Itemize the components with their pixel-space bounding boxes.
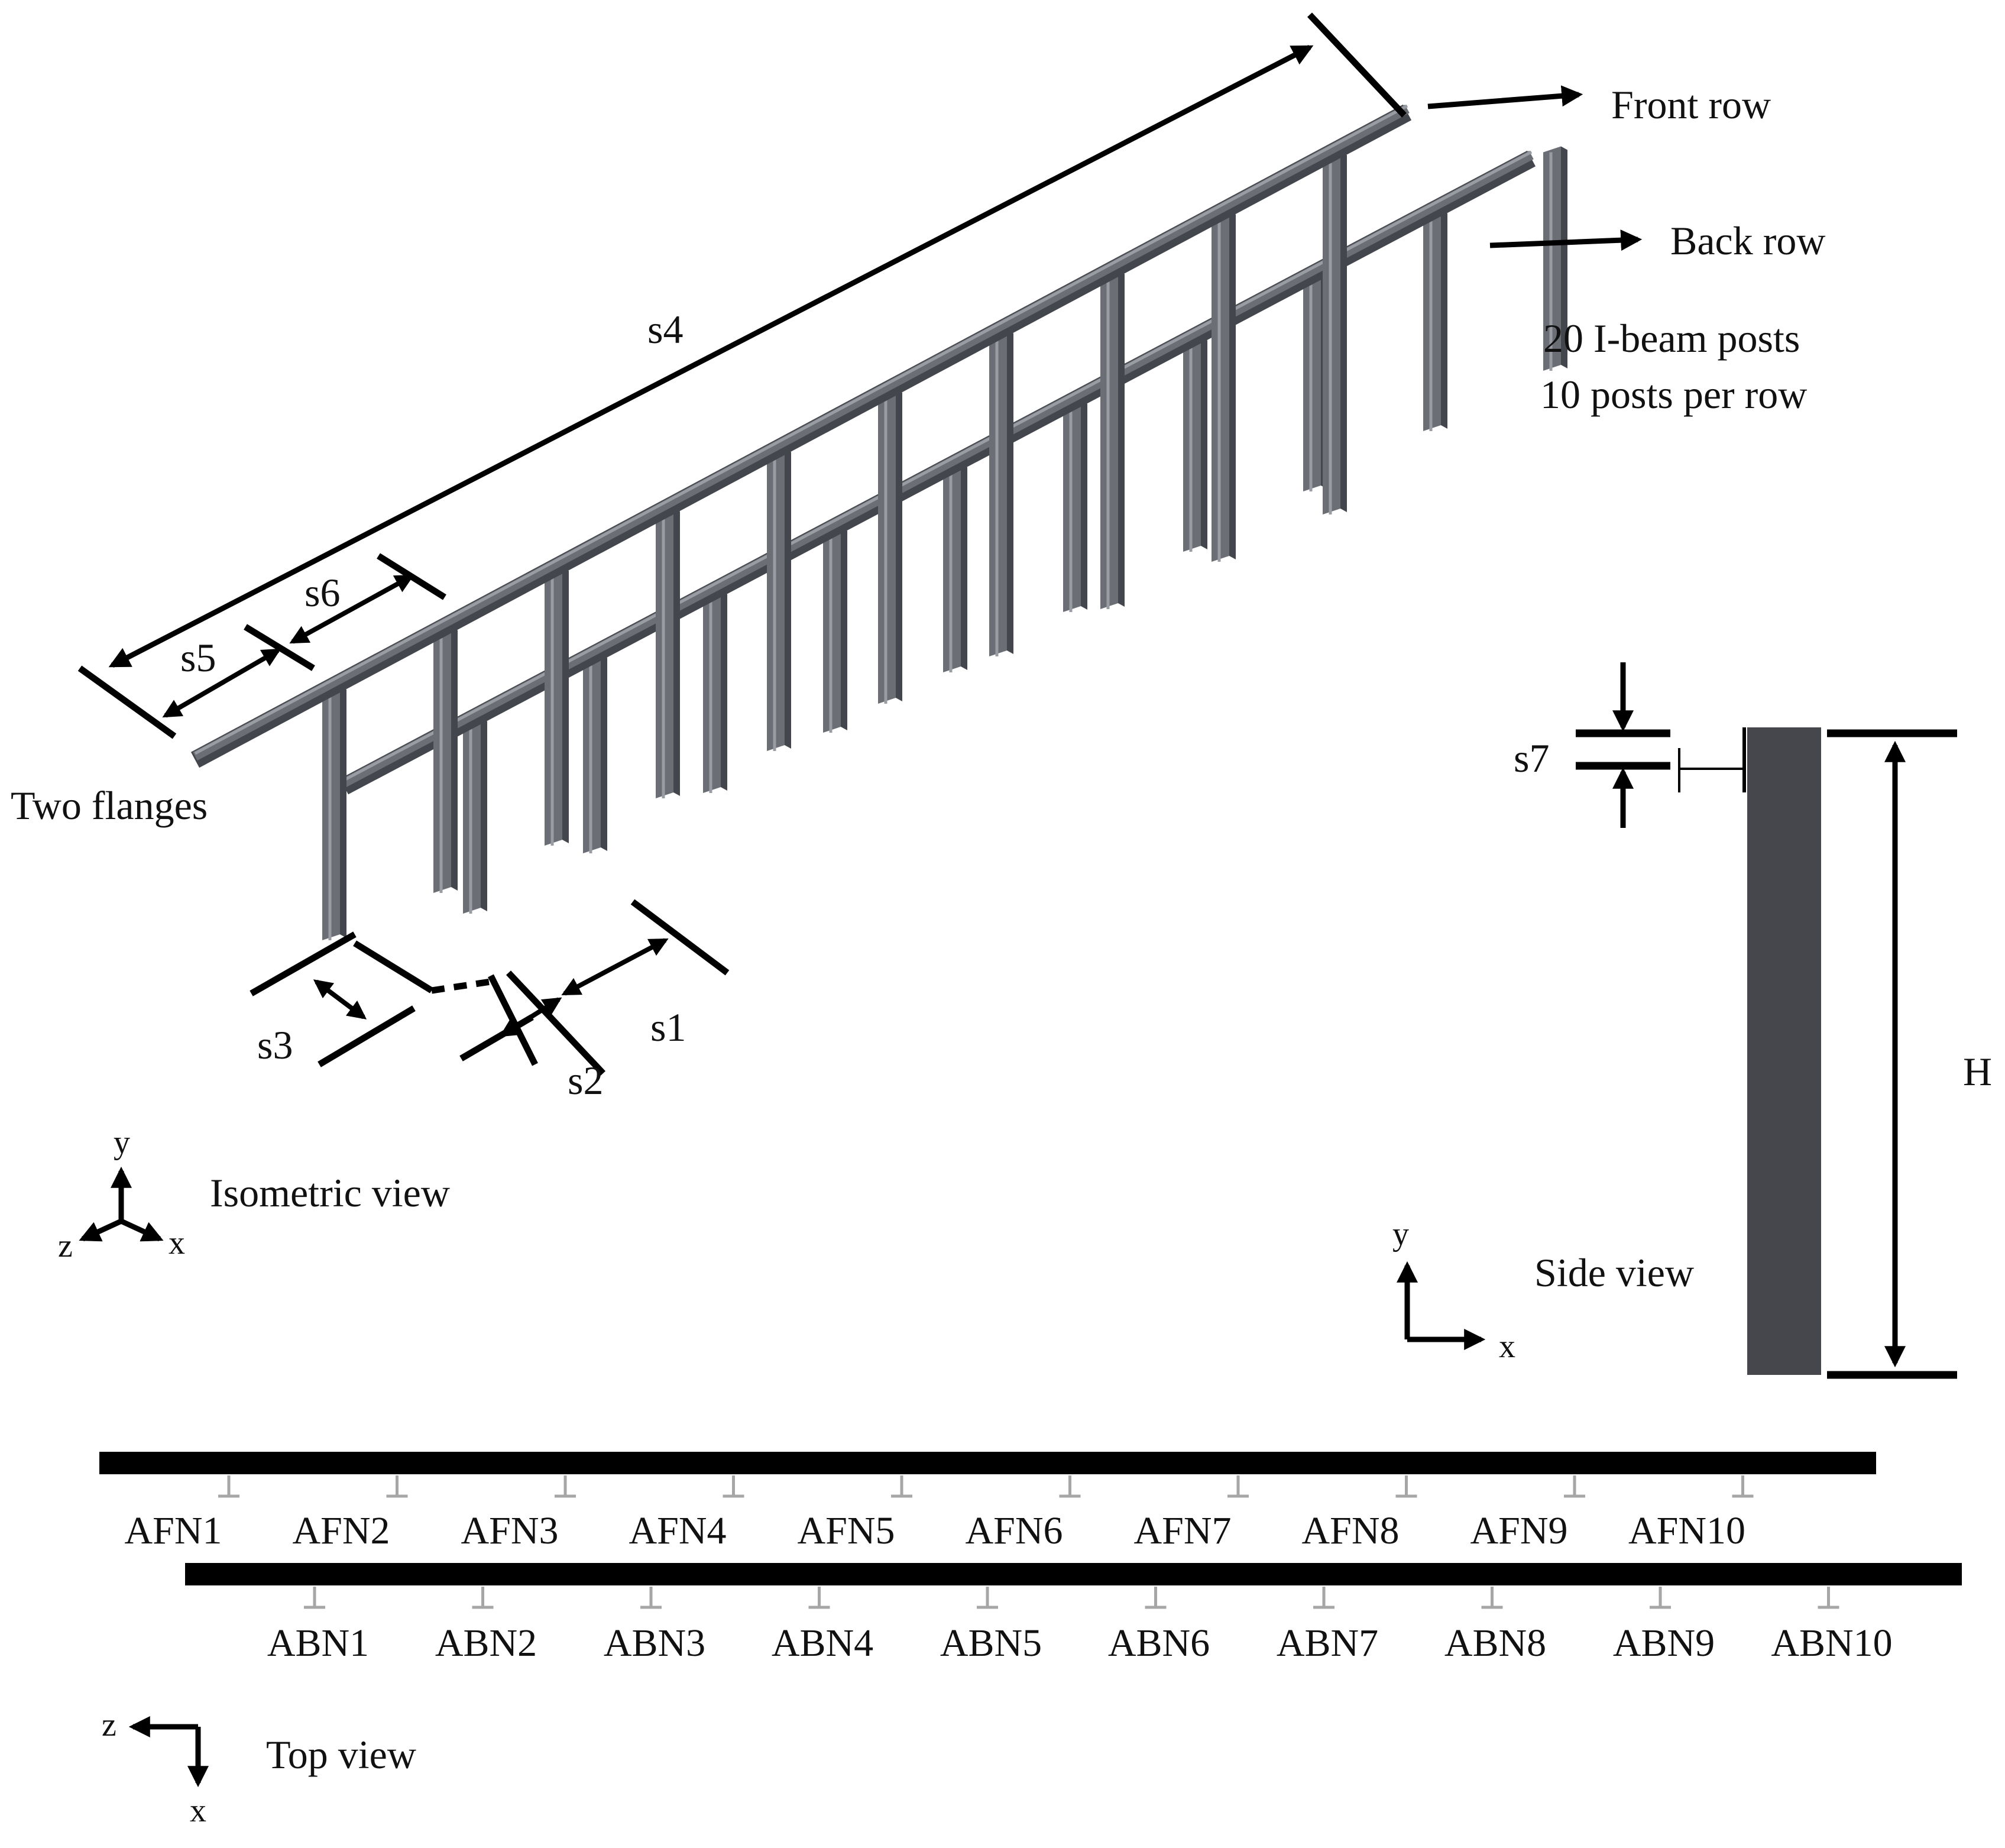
back-post-label: ABN9: [1613, 1622, 1715, 1665]
front-post-label: AFN6: [965, 1509, 1063, 1552]
dimension-s5-s6: s5 s6: [162, 553, 446, 718]
dimension-s1-s2-s3: s3 s2 s1: [250, 899, 730, 1103]
back-post-label: ABN6: [1108, 1622, 1210, 1665]
front-rail: [99, 1452, 1876, 1474]
top-axis-x-label: x: [190, 1792, 206, 1829]
dimension-label-H: H: [1963, 1049, 1992, 1094]
iso-axis-x-label: x: [169, 1225, 185, 1261]
back-row-post: [1183, 336, 1207, 552]
side-axis-x-label: x: [1499, 1328, 1515, 1365]
front-post-label: AFN3: [461, 1509, 558, 1552]
posts-per-row-label: 10 posts per row: [1540, 372, 1807, 417]
front-post-label: AFN10: [1628, 1509, 1745, 1552]
front-post-label: AFN4: [629, 1509, 726, 1552]
back-post-label: ABN8: [1444, 1622, 1546, 1665]
post-tick-marker: [808, 1587, 830, 1609]
post-tick-marker: [640, 1587, 662, 1609]
side-axis-y-label: y: [1392, 1216, 1409, 1253]
post-tick-marker: [1145, 1587, 1167, 1609]
front-row-post: [1100, 270, 1125, 610]
dimension-label-s4: s4: [647, 307, 683, 352]
row-callouts: Front row Back row 20 I-beam posts 10 po…: [11, 82, 1825, 828]
back-post-label: ABN3: [604, 1622, 705, 1665]
top-axis-z-label: z: [102, 1707, 116, 1743]
post-tick-marker: [1395, 1475, 1417, 1498]
post-tick-marker: [1818, 1587, 1839, 1609]
post-tick-marker: [1650, 1587, 1671, 1609]
back-row-post: [1423, 209, 1447, 431]
back-row-post: [463, 717, 487, 914]
top-view-label: Top view: [266, 1732, 416, 1777]
back-row-post: [1543, 146, 1567, 371]
dimension-label-s3: s3: [257, 1022, 293, 1067]
isometric-axes-triad: y x z Isometric view: [58, 1124, 450, 1264]
front-post-markers: [218, 1475, 1754, 1498]
dimension-label-s1: s1: [650, 1005, 686, 1050]
back-post-label: ABN7: [1277, 1622, 1378, 1665]
isometric-view-label: Isometric view: [210, 1170, 450, 1215]
post-tick-marker: [977, 1587, 998, 1609]
back-row-post: [583, 654, 607, 853]
post-tick-marker: [386, 1475, 408, 1498]
back-post-label: ABN10: [1771, 1622, 1892, 1665]
dimension-label-s7: s7: [1514, 736, 1549, 781]
front-row-post: [656, 507, 680, 798]
front-row-post: [545, 567, 569, 846]
isometric-guardrail-model: [190, 104, 1567, 940]
post-tick-marker: [555, 1475, 576, 1498]
back-post-markers: [304, 1587, 1839, 1609]
front-row-post: [1212, 211, 1236, 562]
front-post-label: AFN5: [797, 1509, 895, 1552]
front-post-label: AFN8: [1301, 1509, 1399, 1552]
post-tick-marker: [304, 1587, 325, 1609]
post-tick-marker: [218, 1475, 239, 1498]
front-row-post: [878, 389, 902, 704]
side-view: s7 H y x Side view: [1392, 662, 1992, 1379]
side-view-post: [1747, 727, 1821, 1375]
front-post-label: AFN2: [292, 1509, 390, 1552]
iso-axis-y-label: y: [114, 1124, 130, 1161]
back-row-label: Back row: [1670, 218, 1825, 263]
front-row-post: [767, 448, 791, 751]
dimension-label-s2: s2: [568, 1058, 603, 1103]
front-row-label: Front row: [1611, 82, 1771, 127]
post-tick-marker: [1227, 1475, 1249, 1498]
post-tick-marker: [1481, 1587, 1503, 1609]
back-row-post: [943, 464, 967, 672]
dimension-label-s5: s5: [180, 635, 216, 680]
side-view-label: Side view: [1534, 1250, 1694, 1295]
post-tick-marker: [1732, 1475, 1754, 1498]
back-rail: [185, 1563, 1962, 1585]
back-row-post: [823, 527, 847, 733]
back-post-label: ABN1: [267, 1622, 369, 1665]
back-row-rail: [339, 150, 1536, 795]
front-row-post: [1323, 151, 1347, 514]
dimension-s4: s4: [77, 12, 1407, 739]
two-flanges-label: Two flanges: [11, 783, 208, 828]
front-row-post: [989, 329, 1013, 656]
back-row-post: [1063, 400, 1087, 612]
post-tick-marker: [1564, 1475, 1585, 1498]
iso-axis-z-label: z: [58, 1228, 73, 1264]
post-tick-marker: [1313, 1587, 1334, 1609]
front-post-label: AFN1: [124, 1509, 222, 1552]
back-post-label: ABN2: [435, 1622, 537, 1665]
front-post-label: AFN9: [1470, 1509, 1567, 1552]
top-view: AFN1 AFN2 AFN3 AFN4 AFN5 AFN6 AFN7 AFN8 …: [99, 1452, 1962, 1829]
back-post-label: ABN5: [940, 1622, 1042, 1665]
front-row-post: [433, 626, 458, 893]
post-tick-marker: [891, 1475, 912, 1498]
front-row-post: [322, 686, 346, 940]
post-tick-marker: [1059, 1475, 1081, 1498]
dimension-label-s6: s6: [305, 570, 340, 615]
back-post-label: ABN4: [772, 1622, 873, 1665]
back-row-post: [703, 591, 727, 793]
post-tick-marker: [723, 1475, 744, 1498]
post-tick-marker: [472, 1587, 494, 1609]
front-post-label: AFN7: [1133, 1509, 1231, 1552]
posts-count-label: 20 I-beam posts: [1543, 316, 1800, 361]
